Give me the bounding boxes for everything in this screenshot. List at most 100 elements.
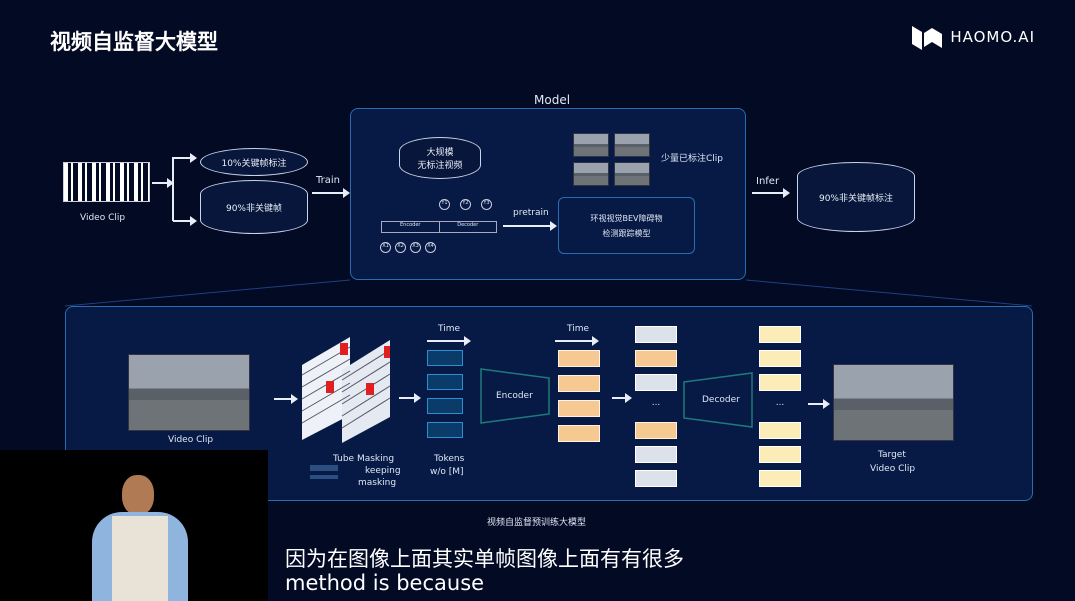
- thumbnail: [573, 133, 609, 157]
- token: [427, 374, 463, 390]
- labeled-clip-label: 少量已标注Clip: [661, 154, 723, 164]
- video-clip-barcode-icon: [63, 162, 150, 202]
- mask-token: [635, 470, 677, 487]
- speaker-vest: [112, 516, 168, 601]
- output-node: Y2: [460, 199, 471, 210]
- logo: HAOMO.AI: [912, 24, 1035, 50]
- db-line: 无标注视频: [417, 161, 463, 171]
- logo-text: HAOMO.AI: [950, 28, 1035, 46]
- subtitle-line-1: 因为在图像上面其实单帧图像上面有有很多: [285, 547, 684, 571]
- input-video-label: Video Clip: [168, 435, 214, 445]
- train-label: Train: [316, 175, 340, 186]
- token-stack: [427, 350, 463, 438]
- video-clip-label: Video Clip: [80, 213, 126, 223]
- bev-model-box: 环视视觉BEV障碍物 检测跟踪模型: [558, 197, 695, 254]
- masked-feature-stack: ...: [635, 326, 677, 487]
- bev-line: 环视视觉BEV障碍物: [590, 213, 663, 223]
- haomo-logo-icon: [912, 26, 943, 50]
- arrow-icon: [752, 188, 790, 198]
- output-token: [759, 374, 801, 391]
- output-token: [759, 422, 801, 439]
- tokens-sub-label: w/o [M]: [430, 467, 464, 477]
- mask-token: [635, 326, 677, 343]
- nonkeyframe-db: 90%非关键帧: [200, 180, 308, 234]
- tokens-label: Tokens: [434, 454, 465, 464]
- time-arrow-icon: [427, 336, 471, 346]
- output-token: [759, 446, 801, 463]
- input-node: X4: [425, 242, 436, 253]
- keyframe-db: 10%关键帧标注: [200, 148, 308, 176]
- arrow-icon: [312, 188, 350, 198]
- time-label: Time: [438, 324, 461, 334]
- arrow-icon: [173, 153, 197, 163]
- time-arrow-icon: [555, 336, 599, 346]
- decoder-trapezoid: [683, 372, 753, 428]
- output-token: [759, 350, 801, 367]
- keeping-label: keeping: [365, 466, 401, 476]
- input-node: X2: [395, 242, 406, 253]
- feature-token: [558, 425, 600, 442]
- feature-token: [558, 375, 600, 392]
- model-title: Model: [534, 93, 571, 107]
- decoded-stack: ...: [759, 326, 801, 487]
- arrow-icon: [173, 216, 197, 226]
- token: [427, 350, 463, 366]
- arrow-icon: [808, 399, 830, 409]
- encoder-label: Encoder: [382, 222, 440, 232]
- feature-token: [635, 422, 677, 439]
- feature-token: [558, 350, 600, 367]
- encoder-trapezoid: [480, 368, 550, 424]
- output-node: Y1: [439, 199, 450, 210]
- input-video-clip: [128, 354, 250, 431]
- target-video-clip: [833, 364, 954, 441]
- unlabeled-video-db: 大规模 无标注视频: [399, 137, 481, 179]
- arrow-icon: [503, 221, 557, 231]
- speaker-video: [0, 450, 268, 601]
- pretrain-label: pretrain: [513, 208, 549, 218]
- db-line: 大规模: [426, 148, 454, 158]
- slide-title: 视频自监督大模型: [50, 30, 218, 54]
- ellipsis: ...: [775, 398, 785, 408]
- model-box: 大规模 无标注视频 Encoder Decoder X1 X2 X3 X4 Y1…: [350, 108, 746, 280]
- mask-token: [635, 446, 677, 463]
- mask-token: [635, 374, 677, 391]
- infer-label: Infer: [756, 176, 780, 187]
- thumbnail: [573, 162, 609, 186]
- token: [427, 422, 463, 438]
- ellipsis: ...: [651, 398, 661, 408]
- output-token: [759, 470, 801, 487]
- input-node: X3: [410, 242, 421, 253]
- time-label: Time: [567, 324, 590, 334]
- labeled-clip-thumbnails: [573, 133, 650, 186]
- arrow-icon: [152, 178, 174, 188]
- target-label: Target: [878, 450, 906, 460]
- bev-line: 检测跟踪模型: [602, 228, 651, 238]
- encoded-feature-stack: [558, 350, 600, 442]
- result-db: 90%非关键帧标注: [797, 162, 915, 232]
- thumbnail: [614, 162, 650, 186]
- arrow-icon: [612, 393, 632, 403]
- branch-line: [172, 157, 174, 221]
- feature-token: [635, 350, 677, 367]
- token: [427, 398, 463, 414]
- subtitle-line-2: method is because: [285, 571, 485, 595]
- tube-masking-label: Tube Masking: [333, 454, 395, 464]
- zoom-connector: [64, 279, 1033, 307]
- keeping-legend-icon: [310, 465, 338, 471]
- input-node: X1: [380, 242, 391, 253]
- target-sub-label: Video Clip: [870, 464, 916, 474]
- decoder-label: Decoder: [457, 222, 479, 228]
- feature-token: [558, 400, 600, 417]
- slide-caption: 视频自监督预训练大模型: [487, 518, 587, 528]
- output-node: Y3: [481, 199, 492, 210]
- tube-masking-grid: [301, 337, 391, 443]
- masking-legend-icon: [310, 475, 338, 479]
- output-token: [759, 326, 801, 343]
- masking-label: masking: [358, 478, 397, 488]
- thumbnail: [614, 133, 650, 157]
- encoder-decoder-block: Encoder Decoder: [381, 221, 497, 233]
- decoder-label: Decoder: [702, 395, 740, 405]
- arrow-icon: [274, 394, 298, 404]
- encoder-label: Encoder: [496, 391, 533, 401]
- speaker-head: [122, 475, 154, 515]
